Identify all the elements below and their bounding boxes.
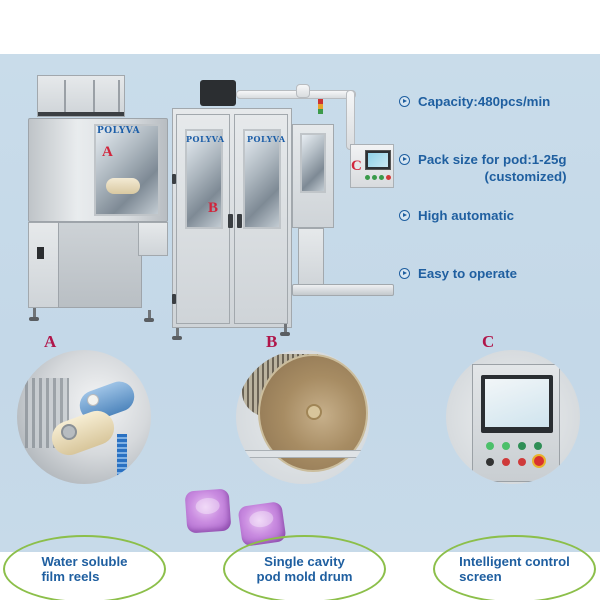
product-banner: POLYVA A POLYVA POLYVA B <box>0 54 600 600</box>
marker-c: C <box>351 158 362 174</box>
brand-logo: POLYVA <box>97 126 141 136</box>
circle-arrow-right-icon <box>399 96 410 107</box>
machine-right-cabinet <box>292 124 334 228</box>
door-hinge <box>172 294 176 304</box>
caption-line: Single cavity <box>264 554 345 569</box>
caption-line: screen <box>459 569 502 584</box>
pod-packing-machine-image: POLYVA A POLYVA POLYVA B <box>0 54 400 384</box>
signal-tower-light <box>318 99 323 114</box>
detail-letter-b: B <box>266 332 278 351</box>
feature-pack-size-note: (customized) <box>484 169 567 184</box>
machine-hopper <box>37 75 125 117</box>
control-panel-box <box>350 144 394 188</box>
circle-arrow-right-icon <box>399 154 410 165</box>
feature-high-automatic: High automatic <box>399 207 514 224</box>
detail-image-control-screen <box>446 350 580 484</box>
control-arm-joint <box>296 84 310 98</box>
marker-a: A <box>102 144 113 160</box>
detail-image-film-reels <box>17 350 151 484</box>
feature-pack-size-text: Pack size for pod:1-25g <box>418 152 567 167</box>
motor-unit <box>200 80 236 106</box>
marker-b: B <box>208 200 219 216</box>
door-handle[interactable] <box>228 214 233 228</box>
caption-oval-mold-drum: Single cavity pod mold drum <box>223 535 386 600</box>
caption-oval-control-screen: Intelligent control screen <box>433 535 596 600</box>
pod-capsule <box>184 488 232 534</box>
circle-arrow-right-icon <box>399 210 410 221</box>
feed-unit <box>138 222 168 256</box>
caption-line: pod mold drum <box>256 569 353 584</box>
control-arm-vertical <box>346 90 355 150</box>
brand-logo: POLYVA <box>186 134 225 144</box>
door-handle[interactable] <box>237 214 242 228</box>
machine-base-recess <box>58 222 142 308</box>
caption-line: film reels <box>41 569 100 584</box>
brand-logo: POLYVA <box>247 134 286 144</box>
circle-arrow-right-icon <box>399 268 410 279</box>
detail-letter-a: A <box>44 332 57 351</box>
door-hinge <box>172 174 176 184</box>
caption-line: Intelligent control <box>459 554 570 569</box>
film-window <box>94 124 160 216</box>
caption-line: Water soluble <box>41 554 128 569</box>
machine-right-base <box>298 228 324 288</box>
caption-oval-film-reels: Water soluble film reels <box>3 535 166 600</box>
feature-easy-to-operate: Easy to operate <box>399 265 517 282</box>
feature-capacity: Capacity:480pcs/min <box>399 93 550 110</box>
feature-pack-size: Pack size for pod:1-25g (customized) <box>399 151 567 185</box>
cabinet-door-left[interactable] <box>176 114 230 324</box>
cabinet-door-right[interactable] <box>234 114 288 324</box>
output-conveyor <box>292 284 394 296</box>
detail-image-mold-drum <box>236 350 370 484</box>
machine-left-base <box>28 222 60 308</box>
detail-letter-c: C <box>482 332 495 351</box>
